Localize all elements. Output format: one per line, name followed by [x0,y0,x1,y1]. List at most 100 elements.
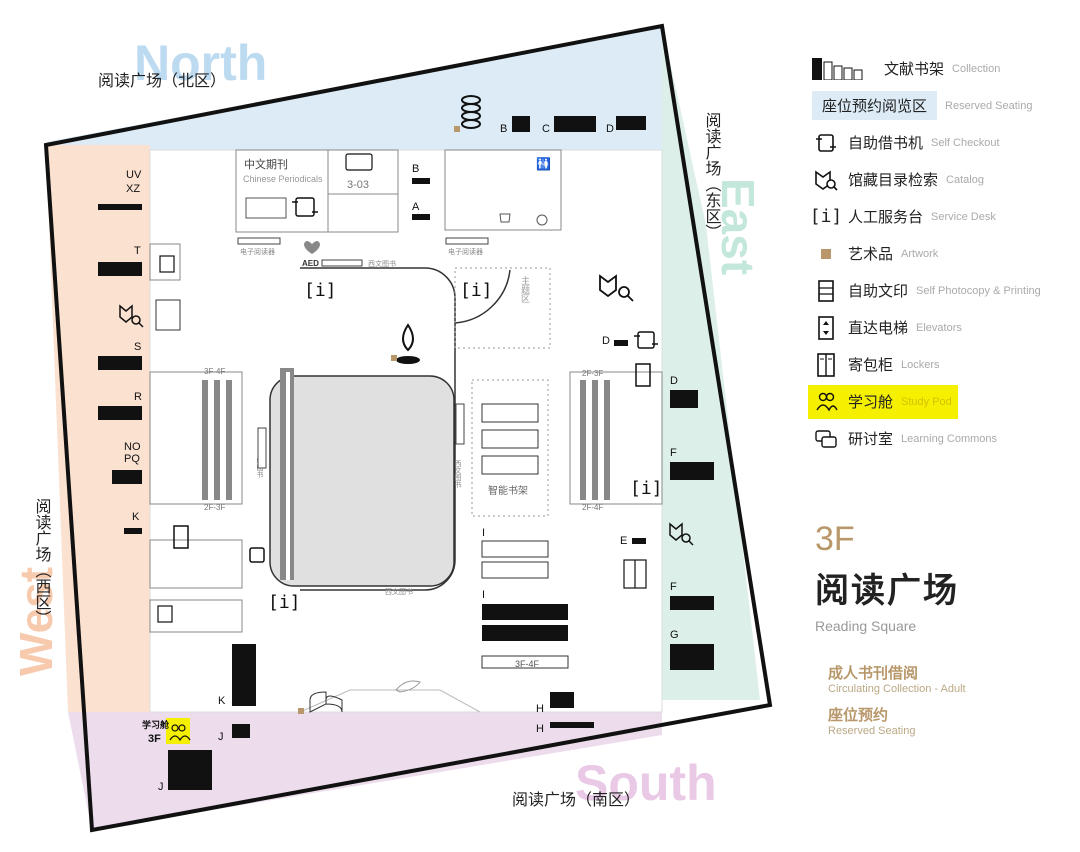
dove-artwork [395,680,421,693]
lockers-west [155,299,181,331]
legend-artwork-cn: 艺术品 [848,245,894,263]
elevator-icon [173,363,651,549]
shelf-block-i-upper [481,540,549,579]
shelf-label: K [132,511,140,523]
self-checkout-icon[interactable] [292,197,318,217]
shelf-label: B [412,163,419,175]
service-desk-icon[interactable]: [i] [268,592,301,613]
study-pod-highlight[interactable] [166,718,190,744]
shelf-label: F [670,447,677,459]
east-zone [662,26,760,700]
periodicals-cn: 中文期刊 [244,157,288,171]
restroom-icon: 🚻 [536,157,551,171]
flame-artwork [402,323,414,352]
south-label: South [575,755,717,811]
service-desk-icon[interactable]: [i] [460,280,493,301]
catalog-icon [812,167,840,193]
north-shelves [412,116,646,220]
stairs-left-bottom: 2F-3F [204,503,225,512]
shelf-label: S [134,341,141,353]
legend-checkout-cn: 自助借书机 [848,134,924,152]
shelf-label: B [500,123,507,135]
flame-base [396,356,420,364]
atrium [269,375,455,587]
room-303-label: 3-03 [347,179,369,191]
north-zone-cn: 阅读广场（北区） [98,71,226,90]
shelf-label: E [620,535,627,547]
restroom-west [149,539,243,589]
shelf-label: A [412,201,420,213]
legend-photocopy: 自助文印 Self Photocopy & Printing [812,272,1072,309]
elevator-icon [812,315,840,341]
legend-studypod-en: Study Pod [901,395,952,408]
artwork-marker-2 [298,708,304,714]
shelf-label: D [602,335,610,347]
floor-name-cn: 阅读广场 [815,571,959,611]
shelf-label: R [134,391,142,403]
learning-commons-icon [812,426,840,452]
room-beside-303 [327,193,399,233]
wb-shelf [455,403,465,445]
legend-catalog-en: Catalog [946,173,984,186]
legend-commons-cn: 研讨室 [848,430,894,448]
west-zone-cn: 阅读广场（西区） [33,498,52,626]
self-checkout-icon[interactable] [249,547,265,563]
ereader-bar-1 [237,237,281,245]
shelf-label: I [482,589,485,601]
shelf-block-i-lower [482,604,568,641]
self-checkout-icon [812,130,840,156]
shelf-label: NO [124,441,141,453]
artwork-marker-3 [454,126,460,132]
spring-artwork [461,95,481,129]
self-checkout-icon[interactable] [634,331,658,349]
catalog-icon[interactable] [669,522,694,546]
stairs-right-top: 2F-3F [582,369,603,378]
smart-shelf-units [481,403,539,475]
sub1-cn: 成人书刊借阅 [828,664,919,682]
svg-text:🚻: 🚻 [536,157,551,171]
escalator-right [580,380,610,500]
service-desk-icon[interactable]: [i] [304,280,337,301]
sub2-cn: 座位预约 [828,706,889,724]
floor-number: 3F [815,520,855,558]
photocopy-room-west [149,599,243,633]
legend-lockers: 寄包柜 Lockers [812,346,1072,383]
study-pod-floor: 3F [148,733,161,745]
shelf-label: H [536,703,544,715]
artwork-icon [812,241,840,267]
legend-desk-cn: 人工服务台 [848,208,924,226]
theme-area-label: 主题区 [519,275,530,303]
catalog-icon[interactable] [599,274,634,302]
east-shelves [614,340,714,670]
service-desk-icon[interactable]: [i] [630,478,663,499]
western-books-bar [321,259,363,267]
legend-lockers-cn: 寄包柜 [848,356,894,374]
legend-commons: 研讨室 Learning Commons [812,420,1072,457]
shelf-label: D [670,375,678,387]
shelf-label: J [218,731,224,743]
stairs-right-bottom: 2F-4F [582,503,603,512]
study-pod-icon[interactable] [169,724,191,742]
west-shelves [98,204,142,534]
learning-commons-icon [345,153,373,171]
smart-shelf-area [471,379,549,517]
aed-label: AED [302,259,319,268]
legend-artwork-en: Artwork [901,247,939,260]
stairs-bottom [481,655,569,669]
sub1-en: Circulating Collection - Adult [828,683,966,695]
sub2-en: Reserved Seating [828,725,916,737]
floor-name-en: Reading Square [815,618,917,634]
shelf-label: C [542,123,550,135]
shelf-label: T [134,245,141,257]
legend-reserved-en: Reserved Seating [945,99,1033,112]
west-zone [46,145,150,712]
south-zone-cn: 阅读广场（南区） [512,790,640,809]
legend-elevator-en: Elevators [916,321,962,334]
ereader-bar-2 [445,237,489,245]
shelf-label: F [670,581,677,593]
catalog-icon[interactable] [119,304,144,328]
theme-area-box [454,267,551,349]
lockers-icon [623,559,647,589]
south-entrance [299,689,481,713]
shelf-swatch-icon [812,57,863,80]
